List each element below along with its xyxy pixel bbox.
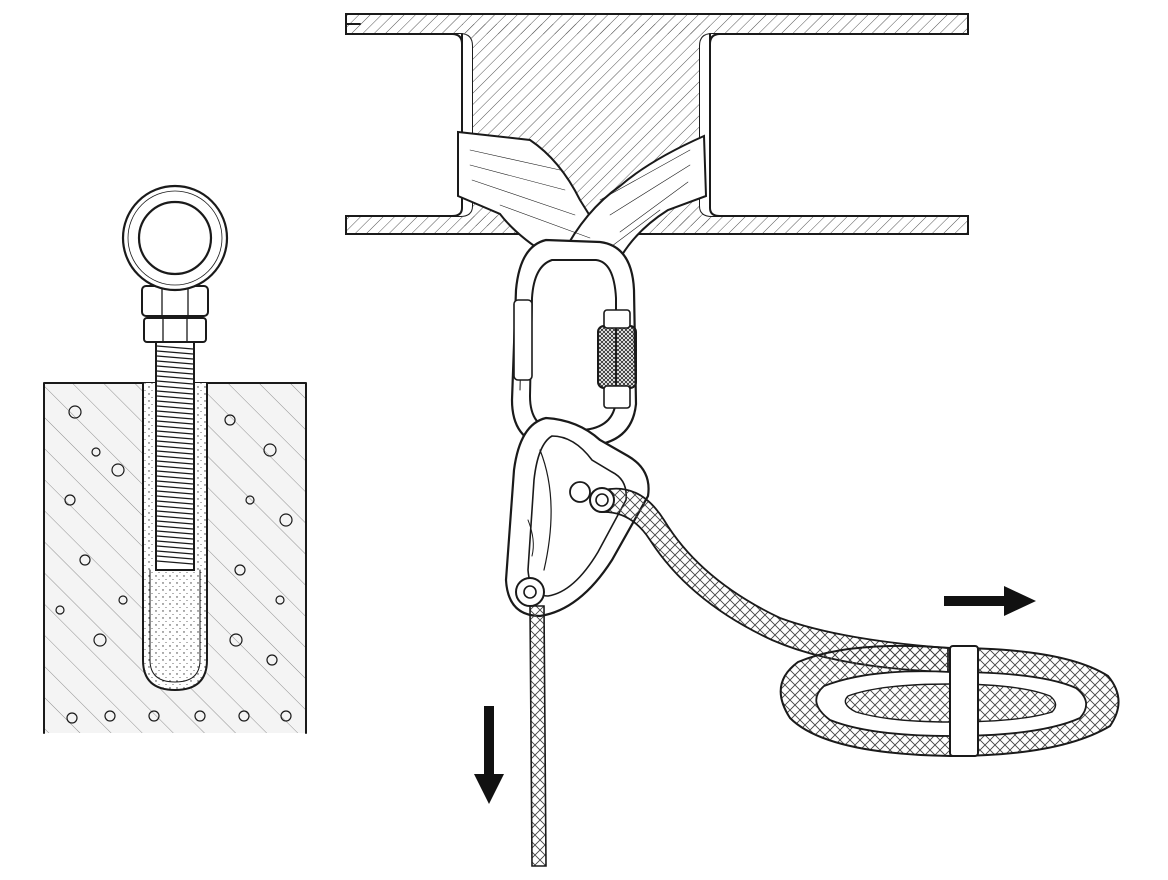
- rod-thread: [156, 460, 194, 465]
- rod-thread: [156, 350, 194, 355]
- rod-thread: [156, 385, 194, 390]
- rod-thread: [156, 445, 194, 450]
- rod-thread: [156, 395, 194, 400]
- rod-thread: [156, 370, 194, 375]
- rod-thread: [156, 500, 194, 505]
- hex-nut: [141, 285, 209, 343]
- rod-thread: [156, 420, 194, 425]
- rod-thread: [156, 525, 194, 530]
- eye-bolt-anchor: [43, 184, 307, 734]
- rod-thread: [156, 555, 194, 560]
- rod-thread: [156, 410, 194, 415]
- rod-thread: [156, 400, 194, 405]
- rod-thread: [156, 455, 194, 460]
- rod-thread: [156, 505, 194, 510]
- rod-thread: [156, 490, 194, 495]
- rope-lead: [589, 487, 949, 673]
- rod-thread: [156, 425, 194, 430]
- eye-ring: [121, 184, 229, 292]
- screwgate-carabiner: [510, 238, 638, 448]
- rod-thread: [156, 430, 194, 435]
- rod-thread: [156, 550, 194, 555]
- aggregate-stones: [55, 405, 293, 724]
- rod-thread: [156, 450, 194, 455]
- rod-thread: [156, 435, 194, 440]
- rod-thread: [156, 475, 194, 480]
- rod-thread: [156, 485, 194, 490]
- arrow-down-icon: [474, 706, 504, 804]
- rope-to-load: [529, 605, 547, 867]
- rod-thread: [156, 380, 194, 385]
- rod-thread: [156, 520, 194, 525]
- rod-thread: [156, 530, 194, 535]
- rod-thread: [156, 465, 194, 470]
- rod-thread: [156, 480, 194, 485]
- rod-thread: [156, 355, 194, 360]
- rod-thread: [156, 375, 194, 380]
- rod-thread: [156, 405, 194, 410]
- rod-thread: [156, 415, 194, 420]
- rod-thread: [156, 515, 194, 520]
- rod-thread: [156, 390, 194, 395]
- rod-thread: [156, 510, 194, 515]
- rod-thread: [156, 545, 194, 550]
- arrow-right-icon: [944, 586, 1036, 616]
- gate-sleeve: [597, 309, 637, 409]
- rope-coil: [779, 644, 1120, 758]
- rod-thread: [156, 345, 194, 350]
- rod-thread: [156, 365, 194, 370]
- threaded-rod: [155, 339, 195, 571]
- rod-thread: [156, 495, 194, 500]
- rod-thread: [156, 360, 194, 365]
- rod-thread: [156, 440, 194, 445]
- beam-anchor-system: [345, 13, 1120, 867]
- webbing-sling: [457, 130, 708, 272]
- rod-thread: [156, 540, 194, 545]
- rod-thread: [156, 470, 194, 475]
- rod-thread: [156, 535, 194, 540]
- rod-thread: [156, 560, 194, 565]
